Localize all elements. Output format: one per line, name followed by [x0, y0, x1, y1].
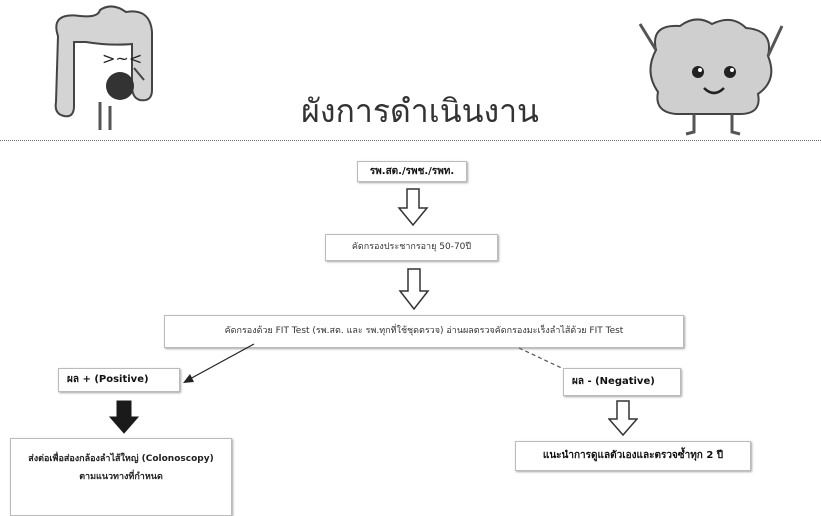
flow-step-screen-population-label: คัดกรองประชากรอายุ 50-70ปี [351, 242, 472, 253]
title-divider [0, 140, 821, 141]
solid-down-arrow-icon [109, 400, 139, 434]
positive-action-line1: ส่งต่อเพื่อส่องกล้องลำไส้ใหญ่ (Colonosco… [28, 454, 214, 464]
branch-connector-positive [183, 343, 255, 383]
result-positive-box: ผล + (Positive) [58, 368, 180, 392]
result-positive-label: ผล + (Positive) [67, 374, 149, 386]
positive-action-box: ส่งต่อเพื่อส่องกล้องลำไส้ใหญ่ (Colonosco… [10, 438, 232, 516]
result-negative-label: ผล - (Negative) [572, 376, 655, 388]
flow-step-fit-test: คัดกรองด้วย FIT Test (รพ.สต. และ รพ.ทุกท… [164, 315, 684, 348]
negative-action-label: แนะนำการดูแลตัวเองและตรวจซ้ำทุก 2 ปี [542, 450, 724, 462]
flow-step-fit-test-label: คัดกรองด้วย FIT Test (รพ.สต. และ รพ.ทุกท… [224, 326, 624, 337]
result-negative-box: ผล - (Negative) [563, 368, 681, 396]
happy-intestine-mascot-icon [638, 18, 784, 136]
positive-action-line2: ตามแนวทางที่กำหนด [79, 472, 163, 483]
page-title: ผังการดำเนินงาน [301, 92, 539, 130]
down-arrow-icon [608, 400, 638, 436]
down-arrow-icon [398, 268, 430, 310]
flow-step-hospital-label: รพ.สต./รพช./รพท. [369, 165, 455, 177]
down-arrow-icon [397, 188, 429, 226]
flow-step-screen-population: คัดกรองประชากรอายุ 50-70ปี [325, 234, 498, 261]
sad-intestine-mascot-icon: >~< [54, 5, 153, 130]
flow-step-hospital: รพ.สต./รพช./รพท. [357, 161, 467, 182]
svg-text:>~<: >~< [102, 49, 142, 68]
negative-action-box: แนะนำการดูแลตัวเองและตรวจซ้ำทุก 2 ปี [515, 441, 751, 471]
